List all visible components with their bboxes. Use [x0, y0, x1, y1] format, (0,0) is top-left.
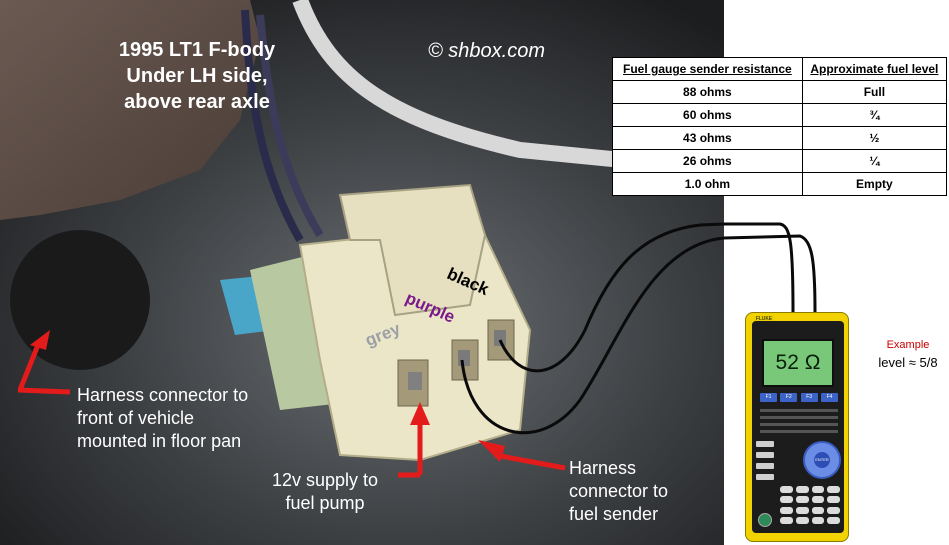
copyright-watermark: © shbox.com [428, 40, 546, 62]
probe-wire-black [498, 222, 724, 373]
keypad-key [780, 506, 793, 514]
f4-key: F4 [820, 393, 838, 402]
table-row: 26 ohms ¼ [612, 149, 948, 173]
f1-key: F1 [760, 393, 777, 402]
f2-key: F2 [780, 393, 798, 402]
cell-resistance: 60 ohms [612, 103, 803, 127]
pin-cavity-grey [397, 359, 429, 407]
side-key [756, 463, 774, 469]
table-row: 60 ohms ¾ [612, 103, 948, 127]
side-key [756, 441, 774, 447]
keypad-key [811, 496, 825, 504]
keypad-key [795, 516, 809, 524]
tube-line [292, 0, 724, 178]
keypad-key [780, 496, 793, 504]
pin-black [494, 330, 506, 346]
keypad-key [827, 516, 840, 524]
probe-wire-purple-ext [723, 234, 817, 313]
meter-face: 52 Ω F1 F2 F3 F4 ENTER [752, 321, 844, 533]
table-row: 1.0 ohm Empty [612, 172, 948, 196]
floor-pan-hole [10, 230, 150, 370]
cell-level: Full [801, 80, 948, 104]
connector-latch [338, 183, 487, 317]
pin-grey [408, 372, 422, 390]
keypad-key [811, 506, 825, 514]
meter-brand-logo: FLUKE [754, 316, 774, 322]
keypad-key [811, 486, 825, 493]
meter-function-keys: F1 F2 F3 F4 [760, 393, 838, 403]
callout-sender-line-3: fuel sender [569, 504, 659, 524]
keypad-key [827, 486, 840, 493]
cell-resistance: 26 ohms [612, 149, 803, 173]
indicator-row [760, 430, 838, 433]
title-line-3: above rear axle [124, 91, 270, 113]
keypad-key [795, 496, 809, 504]
indicator-row [760, 423, 838, 426]
multimeter: FLUKE 52 Ω F1 F2 F3 F4 ENTER [745, 312, 849, 542]
meter-indicator-rows [760, 409, 838, 437]
pin-purple [458, 350, 470, 366]
callout-front-harness: Harness connector to front of vehicle mo… [77, 384, 248, 453]
arrow-sender [478, 440, 566, 471]
table-row: 88 ohms Full [612, 80, 948, 104]
side-key [756, 452, 774, 458]
probe-wire-black-ext [724, 222, 795, 313]
indicator-row [760, 409, 838, 412]
side-key [756, 474, 774, 480]
example-level: level ≈ 5/8 [878, 355, 938, 370]
meter-lcd: 52 Ω [762, 339, 834, 387]
example-note: Example level ≈ 5/8 [868, 336, 948, 372]
callout-sender-line-1: Harness [569, 458, 637, 478]
photo-illustration [0, 0, 724, 545]
f3-key: F3 [800, 393, 818, 402]
cell-level: ¾ [801, 103, 948, 127]
callout-supply: 12v supply to fuel pump [272, 469, 378, 515]
resistance-table: Fuel gauge sender resistance Approximate… [612, 57, 948, 196]
meter-dpad: ENTER [803, 441, 841, 479]
photo-title: 1995 LT1 F-body Under LH side, above rea… [92, 37, 302, 115]
header-fuel-level: Approximate fuel level [801, 57, 948, 81]
example-title: Example [886, 339, 930, 351]
enter-label: ENTER [815, 457, 829, 462]
callout-supply-line-1: 12v supply to [272, 470, 379, 490]
cell-resistance: 1.0 ohm [612, 172, 803, 196]
callout-front-line-1: Harness connector to [77, 385, 249, 405]
power-icon [758, 513, 772, 527]
title-line-2: Under LH side, [126, 65, 268, 87]
callout-front-line-3: mounted in floor pan [77, 431, 242, 451]
probe-wire-purple [460, 236, 724, 435]
keypad-key [827, 496, 840, 504]
keypad-key [795, 486, 809, 493]
cell-level: ½ [801, 126, 948, 150]
keypad-key [827, 506, 840, 514]
cell-level: Empty [801, 172, 948, 196]
frame-rail [0, 0, 260, 220]
connector-photo: 1995 LT1 F-body Under LH side, above rea… [0, 0, 724, 545]
indicator-row [760, 416, 838, 419]
callout-front-line-2: front of vehicle [77, 408, 195, 428]
cell-level: ¼ [801, 149, 948, 173]
wire-bundle-1 [241, 9, 304, 242]
header-resistance: Fuel gauge sender resistance [612, 57, 803, 81]
arrow-front-harness [17, 330, 71, 395]
table-header-row: Fuel gauge sender resistance Approximate… [612, 57, 948, 81]
callout-sender: Harness connector to fuel sender [569, 457, 668, 526]
keypad-key [780, 486, 793, 493]
keypad-key [795, 506, 809, 514]
keypad-key [811, 516, 825, 524]
meter-reading: 52 Ω [775, 351, 821, 374]
table-row: 43 ohms ½ [612, 126, 948, 150]
wire-bundle-2 [256, 14, 324, 238]
callout-sender-line-2: connector to [569, 481, 669, 501]
arrow-supply [398, 402, 430, 478]
meter-keypad [780, 486, 840, 524]
title-line-1: 1995 LT1 F-body [118, 39, 276, 61]
cell-resistance: 43 ohms [612, 126, 803, 150]
callout-supply-line-2: fuel pump [285, 493, 365, 513]
meter-side-keys [756, 441, 776, 485]
cell-resistance: 88 ohms [612, 80, 803, 104]
keypad-key [780, 516, 793, 524]
enter-button: ENTER [814, 452, 830, 468]
